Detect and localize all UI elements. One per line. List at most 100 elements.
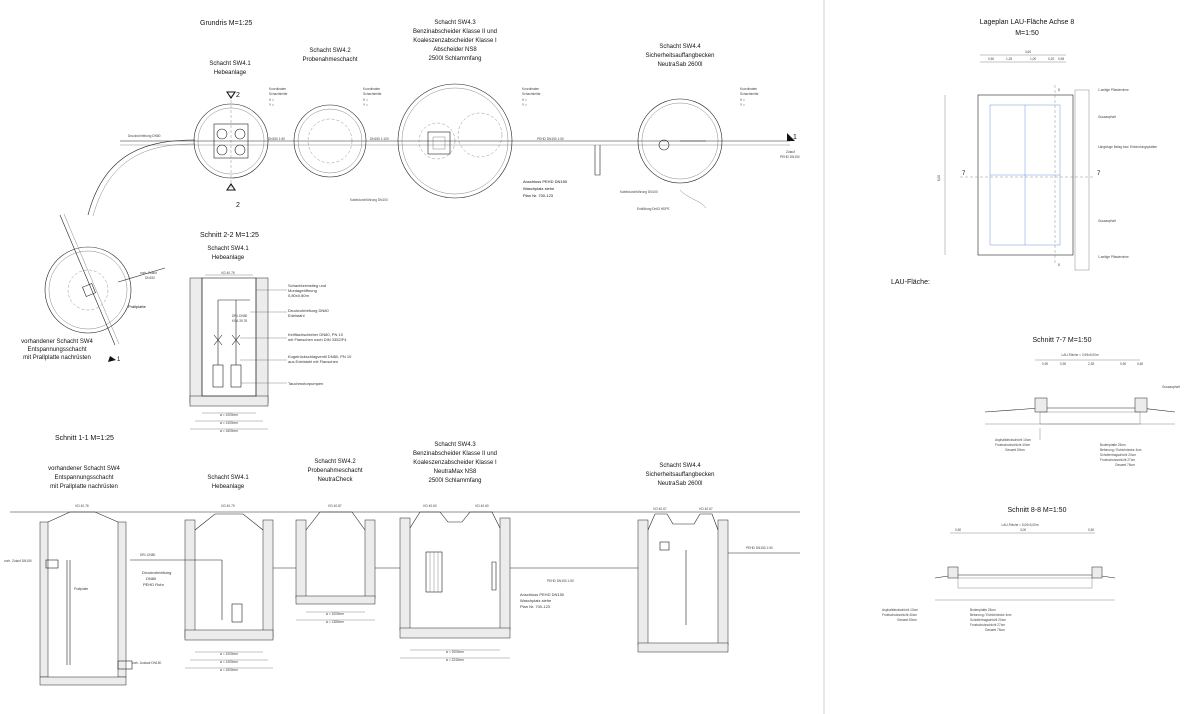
plan-title: Grundris M=1:25 xyxy=(200,20,252,27)
s77-beton-1: Bodenplatte 25cm xyxy=(1100,443,1126,447)
note-8: aus Edelstahl mit Flanschen xyxy=(288,359,338,364)
s11-col4-l4: NeutraMax NS8 xyxy=(434,469,477,475)
sw44-plan-shaft xyxy=(637,98,723,184)
lageplan-title: Lageplan LAU-Fläche Achse 8 xyxy=(980,19,1075,26)
s11-kd1: KD 40.76 xyxy=(75,504,89,508)
section22-title: Schnitt 2-2 M=1:25 xyxy=(200,232,259,239)
dim-top-5: 0,55 xyxy=(1058,57,1064,61)
s88-schicht-3: Gesamt 50cm xyxy=(897,618,917,622)
cable-label-2: Kabeldurchführung DN100 xyxy=(620,190,658,194)
s11-kd2: KD 40.79 xyxy=(221,504,235,508)
note-0: Schachtzeinstieg und xyxy=(288,283,326,288)
s11-kd3: KD 40.87 xyxy=(328,504,342,508)
s11-druck2: DN80 xyxy=(146,576,157,581)
section22-sub1: Schacht SW4.1 xyxy=(207,246,249,252)
note-rinne-bottom: 1-seitige Pflasterrinne xyxy=(1098,255,1129,259)
sw44-title: Schacht SW4.4 xyxy=(659,44,701,50)
s11-col3-l1: Schacht SW4.2 xyxy=(314,459,356,465)
s11-col5-l3: NeutraSab 2600l xyxy=(657,481,702,487)
s77-gussasphalt: Gussasphalt xyxy=(1162,385,1180,389)
section22-kd: KD 40.76 xyxy=(221,271,235,275)
sw43-line3: Koaleszenzabscheider Klasse I xyxy=(413,38,497,44)
s11-auslauf: vorh. Auslauf DN150 xyxy=(132,661,161,665)
s11-dim-f: ø = 2000mm xyxy=(446,650,464,654)
s11-col1-l2: Entspannungsschacht xyxy=(54,475,113,481)
section22-dim2: ø = 1400mm xyxy=(220,421,238,425)
lageplan-marker7-left: 7 xyxy=(962,171,966,177)
right-sheet: Lageplan LAU-Fläche Achse 8 M=1:50 3,60 … xyxy=(882,19,1180,632)
coord-y-1: Y = xyxy=(269,103,274,107)
s77-schicht-2: Frostschutzschicht 40cm xyxy=(995,443,1030,447)
s11-col2-l2: Hebeanlage xyxy=(212,484,245,490)
s77-dim-4: 0,90 xyxy=(1120,362,1126,366)
s11-pehd2: PEHD DN150 1:50 xyxy=(746,546,773,550)
s11-col3-l2: Probenahmeschacht xyxy=(307,468,362,474)
sw42-subtitle: Probenahmeschacht xyxy=(302,57,357,63)
coord-label-4b: Schachtmitte xyxy=(740,92,759,96)
s88-beton-4: Frostschutzschicht 27cm xyxy=(970,623,1005,627)
sw44-line2: Sicherheitsauffangbecken xyxy=(646,53,715,59)
s88-beton-5: Gesamt 76cm xyxy=(985,628,1005,632)
s11-kd5: KD 40.60 xyxy=(475,504,489,508)
coord-label-2a: Koordinaten xyxy=(363,87,380,91)
dim-top-total: 3,60 xyxy=(1025,50,1031,54)
s88-title: Schnitt 8-8 M=1:50 xyxy=(1008,507,1067,514)
s11-kd4: KD 40.60 xyxy=(423,504,437,508)
coord-x-2: X = xyxy=(363,98,368,102)
coord-label-1b: Schachtmitte xyxy=(269,92,288,96)
pipe-label-1: DN150 1:50 xyxy=(268,137,285,141)
section11-title: Schnitt 1-1 M=1:25 xyxy=(55,435,114,442)
section-marker-2-top: 2 xyxy=(236,92,240,99)
anschluss-label-3: Plan Nr. 700-123 xyxy=(523,193,554,198)
section22-ksa: KSA 39.78 xyxy=(232,319,247,323)
s11-dim-c: ø = 1600mm xyxy=(220,668,238,672)
lau-label: LAU-Fläche: xyxy=(891,279,930,286)
s77-dim-3: 2,35 xyxy=(1088,362,1094,366)
s11-existing-shaft: KD 40.76 vorh. Zulauf DN150 Prallplatte … xyxy=(4,504,161,686)
inlet-pipe: PEHD DN150 xyxy=(780,155,800,159)
existing-subtitle: Entspannungsschacht xyxy=(27,347,86,353)
note-4: Edelstahl xyxy=(288,313,305,318)
section22-drl: DRL DN80 xyxy=(232,314,248,318)
note-1: Montageöffnung xyxy=(288,288,317,293)
s88-lau-area: LAU-Fläche = 5,00x3,00m xyxy=(1001,523,1038,527)
plan-view: Grundris M=1:25 Schacht SW4.1 Hebeanlage… xyxy=(21,20,800,363)
s11-pehd1: PEHD DN150 1:50 xyxy=(547,579,574,583)
s88-beton-1: Bodenplatte 25cm xyxy=(970,608,996,612)
sw43-line4: Abscheider NS8 xyxy=(433,47,477,53)
pipe-label-3: PEHD DN150 1:50 xyxy=(537,137,564,141)
existing-shaft-plan xyxy=(44,246,132,334)
s11-sw42-shaft: KD 40.87 ø = 1000mm ø = 1380mm xyxy=(295,504,376,624)
coord-x-3: X = xyxy=(522,98,527,102)
s11-dim-d: ø = 1000mm xyxy=(326,612,344,616)
section-marker-1-existing: 1 xyxy=(117,357,121,363)
coord-y-2: Y = xyxy=(363,103,368,107)
s11-anschluss2: Waschplatz siehe xyxy=(520,598,552,603)
note-gussasphalt-bottom: Gussasphalt xyxy=(1098,219,1116,223)
section-marker-1: 1 xyxy=(793,134,797,141)
s11-col4-l3: Koaleszenzabscheider Klasse I xyxy=(413,460,497,466)
section-2-2: Schnitt 2-2 M=1:25 Schacht SW4.1 Hebeanl… xyxy=(189,232,352,433)
existing-note: mit Prallplatte nachrüsten xyxy=(23,355,91,361)
s11-druck3: PEHD Rohr xyxy=(143,582,165,587)
s77-beton-2: Betonung / Estrichdecke 4cm xyxy=(1100,448,1142,452)
note-rinne-top: 1-seitige Pflasterrinne xyxy=(1098,88,1129,92)
section-1-1: Schnitt 1-1 M=1:25 vorhandener Schacht S… xyxy=(4,435,800,686)
lageplan-marker7-right: 7 xyxy=(1097,171,1101,177)
existing-inlet-2: DN150 xyxy=(145,276,155,280)
s11-dim-e: ø = 1380mm xyxy=(326,620,344,624)
existing-inlet-1: vorh. Zulauf xyxy=(140,271,157,275)
s11-dim-b: ø = 1400mm xyxy=(220,660,238,664)
coord-y-4: Y = xyxy=(740,103,745,107)
inlet-marker: Zulauf xyxy=(786,150,795,154)
sw43-line5: 2500l Schlammfang xyxy=(428,56,481,62)
s11-col1-l3: mit Prallplatte nachrüsten xyxy=(50,484,118,490)
coord-label-1a: Koordinaten xyxy=(269,87,286,91)
s88-dim-2: 3,00 xyxy=(1020,528,1026,532)
s11-kd6: KD 40.67 xyxy=(653,507,667,511)
s11-dim-a: ø = 1000mm xyxy=(220,652,238,656)
s11-dim-g: ø = 2240mm xyxy=(446,658,464,662)
s11-sw43-shaft: KD 40.60 KD 40.60 ø = 2000mm ø = 2240mm xyxy=(399,504,511,662)
section22-sub2: Hebeanlage xyxy=(212,255,245,261)
